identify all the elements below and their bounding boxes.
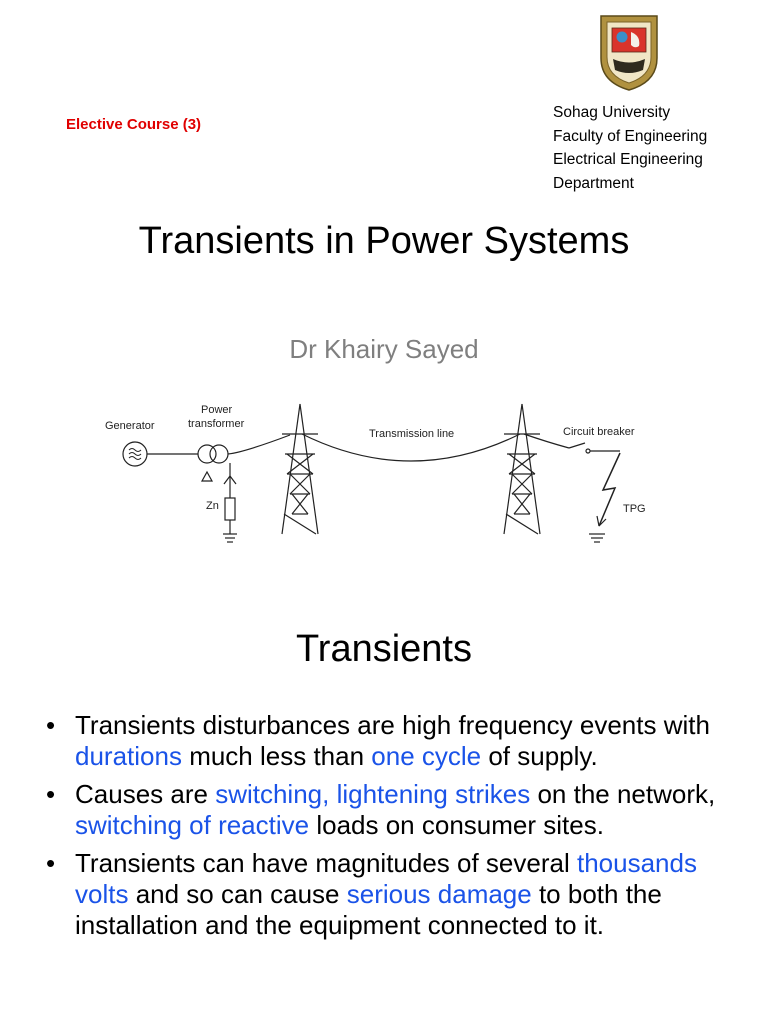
transients-slide: Transients Transients disturbances are h… xyxy=(0,600,768,1024)
highlighted-text: durations xyxy=(75,741,182,771)
slide-title: Transients in Power Systems xyxy=(138,220,630,262)
bullet-text: and so can cause xyxy=(128,879,347,909)
zn-label: Zn xyxy=(206,500,219,512)
circuit-breaker-label: Circuit breaker xyxy=(563,426,635,438)
power-label: Power xyxy=(201,404,233,416)
slide-heading: Transients xyxy=(296,628,472,670)
bullet-text: Causes are xyxy=(75,779,216,809)
transformer-symbol xyxy=(197,444,217,464)
university-line: Department xyxy=(553,174,634,192)
bullet-text: loads on consumer sites. xyxy=(309,810,604,840)
bullet-item: Transients disturbances are high frequen… xyxy=(44,710,744,772)
neutral-impedance xyxy=(224,497,236,521)
bullet-text: of supply. xyxy=(481,741,598,771)
bullet-text: on the network, xyxy=(530,779,716,809)
highlighted-text: serious damage xyxy=(346,879,532,909)
bullet-text: much less than xyxy=(181,741,372,771)
university-line: Sohag University xyxy=(553,104,671,121)
bullet-text: Transients can have magnitudes of severa… xyxy=(75,848,577,878)
transmission-tower xyxy=(503,403,541,535)
bullet-text: Transients disturbances are high frequen… xyxy=(75,710,710,740)
transmission-line xyxy=(301,433,521,462)
title-slide: Elective Course (3) Sohag University Fac… xyxy=(66,15,707,543)
power-system-diagram: Generator Power transformer Transmission… xyxy=(105,403,646,543)
tpg-label: TPG xyxy=(623,503,646,515)
highlighted-text: one cycle xyxy=(371,741,482,771)
bullet-item: Transients can have magnitudes of severa… xyxy=(44,848,744,941)
circuit-breaker xyxy=(568,442,586,449)
university-line: Faculty of Engineering xyxy=(553,127,708,145)
university-info: Sohag University Faculty of Engineering … xyxy=(553,101,707,195)
lightning-bolt xyxy=(598,452,621,527)
bullet-text: to both the installation and the equipme… xyxy=(75,879,662,940)
highlighted-text: switching of reactive xyxy=(75,810,310,840)
highlighted-text: thousands volts xyxy=(75,848,697,909)
university-line: Electrical Engineering xyxy=(553,151,703,168)
author-name: Dr Khairy Sayed xyxy=(289,334,479,364)
course-label: Elective Course (3) xyxy=(66,116,202,133)
university-logo xyxy=(600,15,658,91)
bullet-list: Transients disturbances are high frequen… xyxy=(44,710,744,948)
transformer-label: transformer xyxy=(188,418,245,430)
transmission-tower xyxy=(281,403,319,535)
generator-label: Generator xyxy=(105,420,155,432)
transmission-line-label: Transmission line xyxy=(369,428,454,440)
highlighted-text: switching, lightening strikes xyxy=(215,779,531,809)
bullet-item: Causes are switching, lightening strikes… xyxy=(44,779,744,841)
